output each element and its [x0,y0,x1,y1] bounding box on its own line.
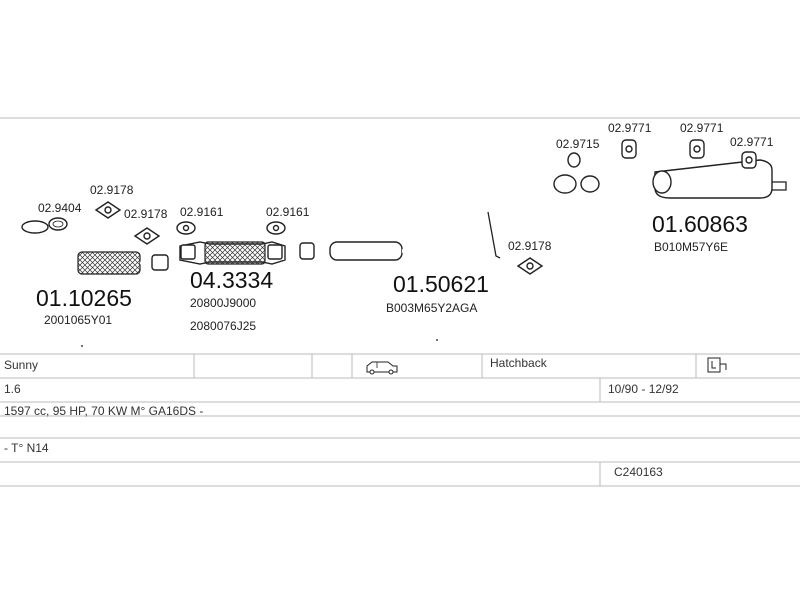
rear-silencer[interactable] [580,159,787,199]
fitting-label: 02.9178 [90,183,134,197]
vehicle-model: Sunny [4,358,38,372]
part-number: 04.3334 [190,267,273,293]
fitting-clamp[interactable] [94,201,122,219]
oem-number: B003M65Y2AGA [386,301,477,315]
part-number: 01.60863 [652,211,748,237]
fitting-label: 02.9161 [180,205,224,219]
fitting-label: 02.9404 [38,201,82,215]
vehicle-body: Hatchback [490,356,548,370]
production-years: 10/90 - 12/92 [608,382,679,396]
engine-size: 1.6 [4,382,21,396]
fitting-label: 02.9771 [680,121,724,135]
oem-number: 20800J9000 [190,296,256,310]
fitting-ring[interactable] [48,217,68,231]
vehicle-table [0,353,800,487]
fitting-label: 02.9178 [124,207,168,221]
fitting-label: 02.9178 [508,239,552,253]
oem-number: 2001065Y01 [44,313,112,327]
centre-silencer[interactable] [299,174,577,261]
fitting-label: 02.9715 [556,137,600,151]
vehicle-type: - T° N14 [4,441,49,455]
marker-dot [81,345,83,347]
fitting-ring[interactable] [567,152,581,168]
marker-dot [436,339,438,341]
car-icon [366,361,398,375]
front-pipe[interactable] [20,220,169,275]
oem-number: B010M57Y6E [654,240,728,254]
fitting-gasket[interactable] [266,221,286,235]
fitting-clamp[interactable] [133,227,161,245]
fitting-hanger[interactable] [621,139,637,159]
oem-number: 2080076J25 [190,319,256,333]
part-number: 01.50621 [393,271,489,297]
reference-code: C240163 [614,465,663,479]
gearbox-icon [707,357,727,373]
fitting-hanger[interactable] [741,151,757,169]
fitting-gasket[interactable] [176,221,196,235]
catalyst[interactable] [179,241,286,265]
fitting-hanger[interactable] [689,139,705,159]
fitting-label: 02.9161 [266,205,310,219]
part-number: 01.10265 [36,285,132,311]
fitting-label: 02.9771 [608,121,652,135]
fitting-label: 02.9771 [730,135,774,149]
engine-details: 1597 cc, 95 HP, 70 KW M° GA16DS - [4,404,203,418]
fitting-clamp[interactable] [516,257,544,275]
